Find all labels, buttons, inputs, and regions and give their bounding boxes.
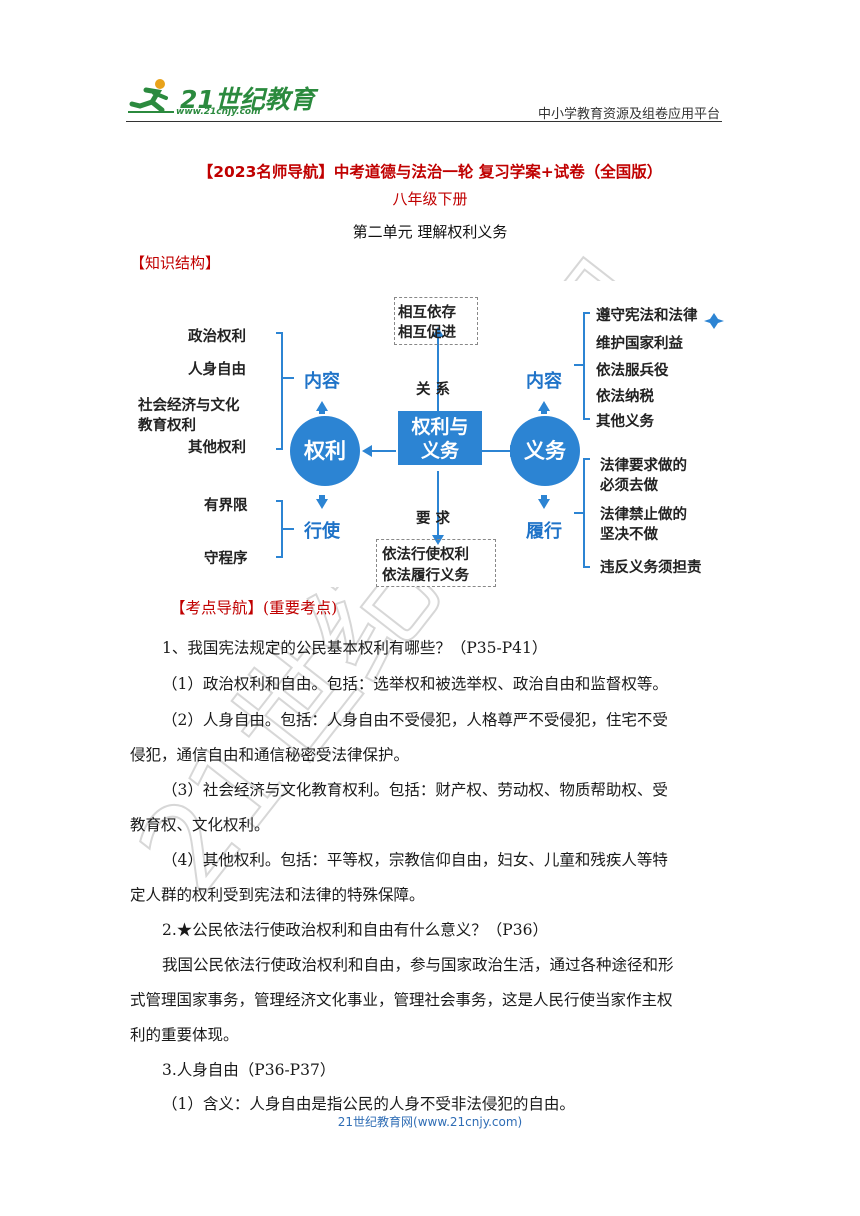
requirement-item-exercise: 依法行使权利 (382, 547, 469, 563)
duties-circle: 义务 (510, 416, 580, 486)
rights-circle: 权利 (290, 416, 360, 486)
knowledge-structure-heading: 【知识结构】 (130, 254, 221, 272)
center-rights-duties-box: 权利与 义务 (398, 411, 482, 465)
diagram-connectors (276, 312, 724, 568)
duties-item-taxes: 依法纳税 (596, 389, 654, 405)
header-platform-text: 中小学教育资源及组卷应用平台 (538, 107, 721, 122)
question-2: 2.★公民依法行使政治权利和自由有什么意义？（P36） (162, 921, 548, 939)
relation-item-interdependent: 相互依存 (398, 305, 456, 321)
center-line-2: 义务 (420, 440, 459, 462)
logo-url: www.21cnjy.com (176, 107, 261, 117)
q1-item-4-line-2: 定人群的权利受到宪法和法律的特殊保障。 (130, 886, 425, 904)
q1-item-3-line-2: 教育权、文化权利。 (130, 816, 270, 834)
duties-perform-responsibility: 违反义务须担责 (600, 560, 702, 576)
rights-item-other: 其他权利 (188, 440, 246, 456)
duties-item-constitution: 遵守宪法和法律 (596, 308, 698, 324)
requirement-label: 要 求 (416, 511, 451, 527)
exam-points-heading: 【考点导航】(重要考点) (170, 598, 337, 618)
q1-item-1: （1）政治权利和自由。包括：选举权和被选举权、政治自由和监督权等。 (162, 675, 668, 693)
rights-exercise-procedure: 守程序 (204, 551, 248, 567)
rights-item-education: 教育权利 (138, 418, 196, 434)
duties-item-other: 其他义务 (596, 414, 654, 430)
relation-label: 关 系 (416, 382, 451, 398)
q1-item-4-line-1: （4）其他权利。包括：平等权，宗教信仰自由，妇女、儿童和残疾人等特 (162, 851, 668, 869)
document-subtitle: 八年级下册 (392, 190, 468, 208)
question-1: 1、我国宪法规定的公民基本权利有哪些？（P35-P41） (162, 639, 548, 657)
exam-points-label: 【考点导航】 (170, 599, 264, 617)
q2-answer-line-2: 式管理国家事务，管理经济文化事业，管理社会事务，这是人民行使当家作主权 (130, 991, 673, 1009)
unit-title: 第二单元 理解权利义务 (352, 223, 508, 241)
rights-item-political: 政治权利 (188, 329, 246, 345)
duties-perform-forbidden-2: 坚决不做 (600, 527, 658, 543)
exam-points-note: (重要考点) (263, 599, 338, 617)
q2-answer-line-1: 我国公民依法行使政治权利和自由，参与国家政治生活，通过各种途径和形 (162, 956, 674, 974)
duties-item-military-service: 依法服兵役 (596, 363, 669, 379)
rights-item-personal-freedom: 人身自由 (188, 362, 246, 378)
duties-perform-forbidden-1: 法律禁止做的 (600, 507, 687, 523)
footer-link[interactable]: 21世纪教育网(www.21cnjy.com) (337, 1115, 523, 1129)
document-title: 【2023名师导航】中考道德与法治一轮 复习学案+试卷（全国版） (197, 163, 663, 181)
q1-item-3-line-1: （3）社会经济与文化教育权利。包括：财产权、劳动权、物质帮助权、受 (162, 781, 668, 799)
q2-answer-line-3: 利的重要体现。 (130, 1026, 239, 1044)
logo-runner-icon (128, 79, 174, 113)
duties-content-label: 内容 (526, 371, 562, 392)
knowledge-structure-diagram: 政治权利 人身自由 社会经济与文化 教育权利 其他权利 有界限 守程序 内容 行… (130, 281, 730, 587)
rights-exercise-label: 行使 (304, 521, 340, 542)
duties-perform-label: 履行 (526, 521, 562, 542)
rights-content-label: 内容 (304, 371, 340, 392)
header-divider (126, 121, 722, 122)
requirement-box (376, 539, 496, 587)
duties-perform-required-2: 必须去做 (600, 478, 658, 494)
q1-item-2-line-2: 侵犯，通信自由和通信秘密受法律保护。 (130, 746, 410, 764)
q3-item-1: （1）含义：人身自由是指公民的人身不受非法侵犯的自由。 (162, 1095, 575, 1113)
center-line-1: 权利与 (411, 416, 469, 438)
logo-text: 21世纪教育 (180, 85, 315, 114)
rights-item-social-economic: 社会经济与文化 (138, 398, 240, 414)
question-3: 3.人身自由（P36-P37） (162, 1061, 336, 1079)
q1-item-2-line-1: （2）人身自由。包括：人身自由不受侵犯，人格尊严不受侵犯，住宅不受 (162, 711, 668, 729)
rights-exercise-limits: 有界限 (204, 498, 248, 514)
relation-box (394, 297, 478, 345)
requirement-item-perform: 依法履行义务 (382, 568, 469, 584)
duties-item-national-interest: 维护国家利益 (596, 336, 683, 352)
duties-perform-required-1: 法律要求做的 (600, 458, 687, 474)
relation-item-mutual-promotion: 相互促进 (398, 325, 456, 341)
